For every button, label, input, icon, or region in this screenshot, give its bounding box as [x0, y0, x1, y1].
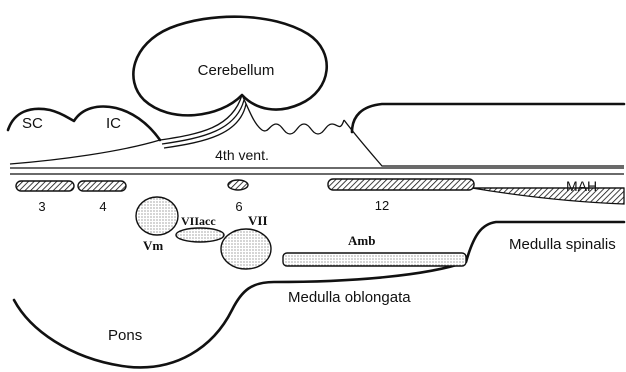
- choroid-plexus: [242, 95, 344, 134]
- label-vm: Vm: [143, 238, 163, 253]
- label-nucleus-12: 12: [375, 198, 389, 213]
- label-viiacc: VIIacc: [181, 214, 216, 228]
- nucleus-12: [328, 179, 474, 190]
- nucleus-3: [16, 181, 74, 191]
- label-nucleus-3: 3: [38, 199, 45, 214]
- label-nucleus-4: 4: [99, 199, 106, 214]
- nucleus-vm: [136, 197, 178, 235]
- nucleus-6: [228, 180, 248, 190]
- nucleus-viiacc: [176, 228, 224, 242]
- nucleus-vii: [221, 229, 271, 269]
- label-4th-vent: 4th vent.: [215, 147, 269, 163]
- nucleus-amb: [283, 253, 466, 266]
- ventricle-floor-line: [10, 140, 160, 164]
- nucleus-4: [78, 181, 126, 191]
- label-nucleus-6: 6: [235, 199, 242, 214]
- label-medulla-oblongata: Medulla oblongata: [288, 289, 411, 306]
- fourth-ventricle-roof: [344, 120, 624, 166]
- label-cerebellum: Cerebellum: [198, 62, 275, 79]
- label-sc: SC: [22, 115, 43, 132]
- label-ic: IC: [106, 115, 121, 132]
- label-amb: Amb: [348, 233, 375, 248]
- label-medulla-spinalis: Medulla spinalis: [509, 236, 616, 253]
- label-mah: MAH: [566, 178, 597, 194]
- medulla-dorsal-outline: [352, 104, 624, 132]
- label-pons: Pons: [108, 327, 142, 344]
- mah-region: [472, 188, 624, 204]
- label-vii: VII: [248, 213, 268, 228]
